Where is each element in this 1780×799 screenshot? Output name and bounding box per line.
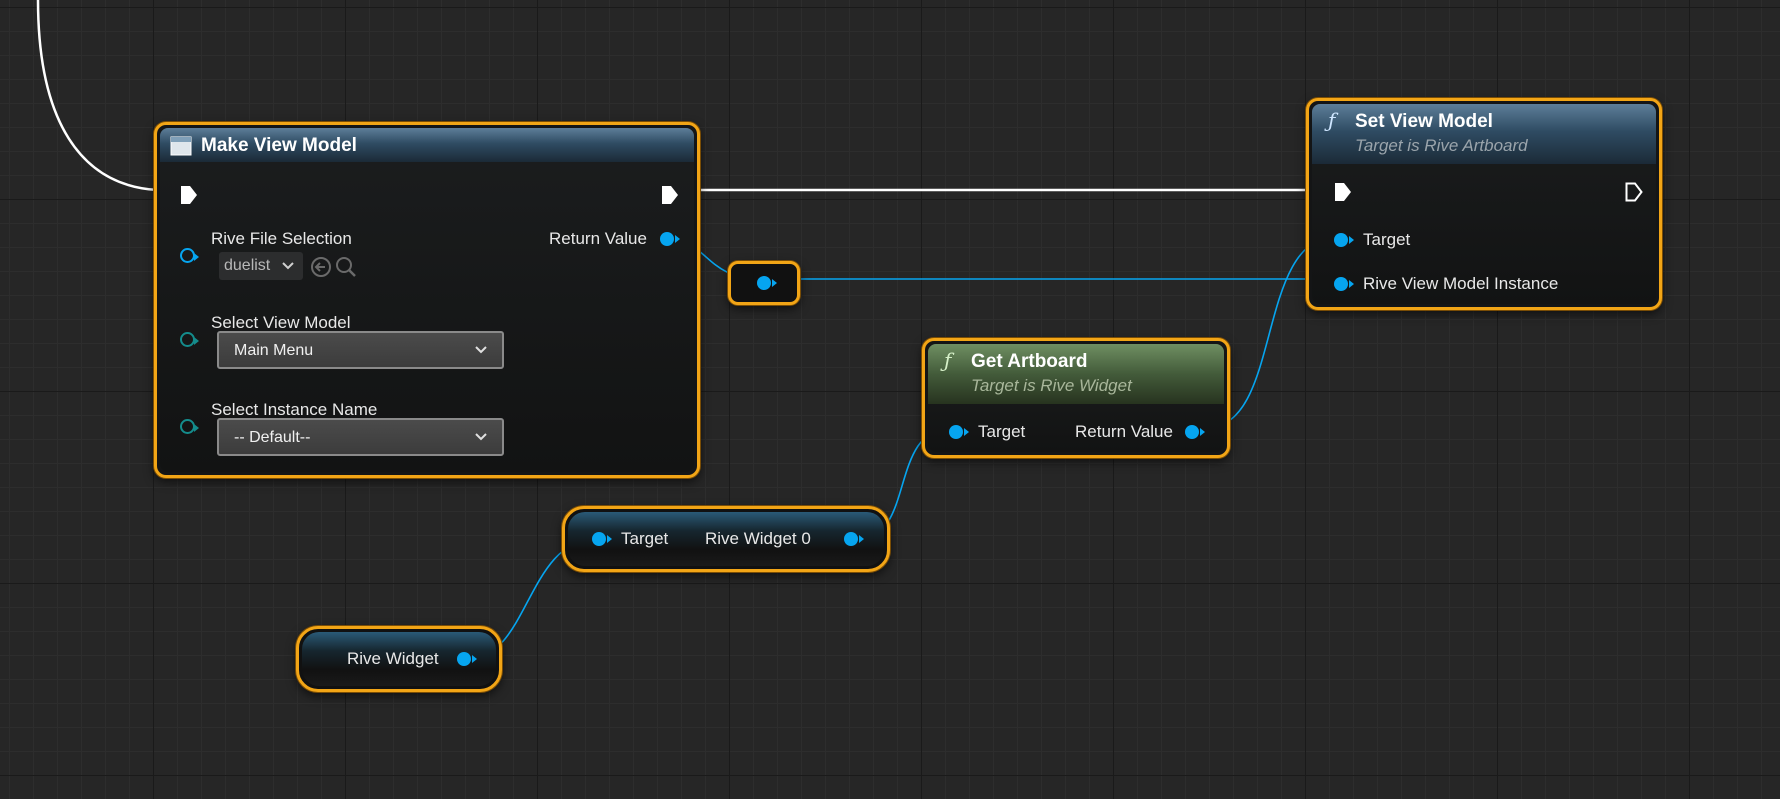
exec-in-pin[interactable] bbox=[179, 185, 199, 205]
rive-widget-node[interactable]: Rive Widget bbox=[296, 626, 502, 692]
node-title: Set View Model bbox=[1355, 111, 1493, 132]
make-view-model-node[interactable]: Make View Model Rive File Selection duel… bbox=[154, 122, 700, 478]
exec-wire-incoming[interactable] bbox=[36, 0, 159, 192]
return-value-pin[interactable] bbox=[660, 232, 680, 246]
function-icon: ƒ bbox=[1328, 108, 1336, 132]
return-value-label: Return Value bbox=[549, 229, 647, 248]
rive-widget-0-label: Rive Widget 0 bbox=[705, 529, 811, 548]
set-view-model-node[interactable]: ƒ Set View Model Target is Rive Artboard… bbox=[1306, 98, 1662, 310]
rive-file-select-value: duelist bbox=[224, 257, 271, 274]
select-view-model-value: Main Menu bbox=[234, 342, 314, 359]
chevron-down-icon bbox=[475, 433, 487, 441]
rive-widget-0-pin[interactable] bbox=[844, 532, 864, 546]
view-model-instance-label: Rive View Model Instance bbox=[1363, 274, 1559, 293]
node-title: Get Artboard bbox=[971, 351, 1088, 372]
node-header[interactable] bbox=[160, 128, 694, 162]
return-value-pin[interactable] bbox=[1185, 425, 1205, 439]
target-pin[interactable] bbox=[1334, 233, 1354, 247]
node-header[interactable] bbox=[1312, 104, 1656, 164]
struct-icon bbox=[170, 136, 192, 156]
rive-file-select[interactable]: duelist bbox=[219, 252, 303, 280]
get-artboard-node[interactable]: ƒ Get Artboard Target is Rive Widget Tar… bbox=[922, 338, 1230, 458]
target-label: Target bbox=[1363, 230, 1411, 249]
node-title: Make View Model bbox=[201, 135, 357, 156]
rive-widget-pin[interactable] bbox=[457, 652, 477, 666]
select-instance-name-pin[interactable] bbox=[180, 419, 199, 434]
chevron-down-icon bbox=[282, 262, 294, 270]
reroute-pin[interactable] bbox=[757, 276, 777, 290]
function-icon: ƒ bbox=[944, 348, 952, 372]
view-model-instance-pin[interactable] bbox=[1334, 277, 1354, 291]
target-label: Target bbox=[978, 422, 1026, 441]
rive-widget-0-node[interactable]: Target Rive Widget 0 bbox=[562, 506, 890, 572]
select-view-model-dropdown[interactable]: Main Menu bbox=[217, 331, 504, 369]
node-subtitle: Target is Rive Artboard bbox=[1355, 136, 1528, 155]
select-view-model-pin[interactable] bbox=[180, 332, 199, 347]
chevron-down-icon bbox=[475, 346, 487, 354]
return-value-label: Return Value bbox=[1075, 422, 1173, 441]
back-arrow-icon[interactable] bbox=[310, 256, 332, 278]
select-instance-name-value: -- Default-- bbox=[234, 429, 311, 446]
rive-file-selection-label: Rive File Selection bbox=[211, 229, 352, 248]
target-pin[interactable] bbox=[592, 532, 612, 546]
exec-out-pin[interactable] bbox=[1624, 182, 1644, 202]
select-view-model-label: Select View Model bbox=[211, 313, 351, 332]
target-pin[interactable] bbox=[949, 425, 969, 439]
rive-widget-label: Rive Widget bbox=[347, 649, 439, 668]
select-instance-name-label: Select Instance Name bbox=[211, 400, 378, 419]
target-label: Target bbox=[621, 529, 669, 548]
search-icon[interactable] bbox=[335, 256, 357, 278]
node-header[interactable] bbox=[928, 344, 1224, 404]
reroute-node[interactable] bbox=[728, 261, 800, 305]
rive-file-selection-pin[interactable] bbox=[180, 248, 199, 263]
exec-in-pin[interactable] bbox=[1333, 182, 1353, 202]
select-instance-name-dropdown[interactable]: -- Default-- bbox=[217, 418, 504, 456]
exec-out-pin[interactable] bbox=[660, 185, 680, 205]
node-subtitle: Target is Rive Widget bbox=[971, 376, 1132, 395]
